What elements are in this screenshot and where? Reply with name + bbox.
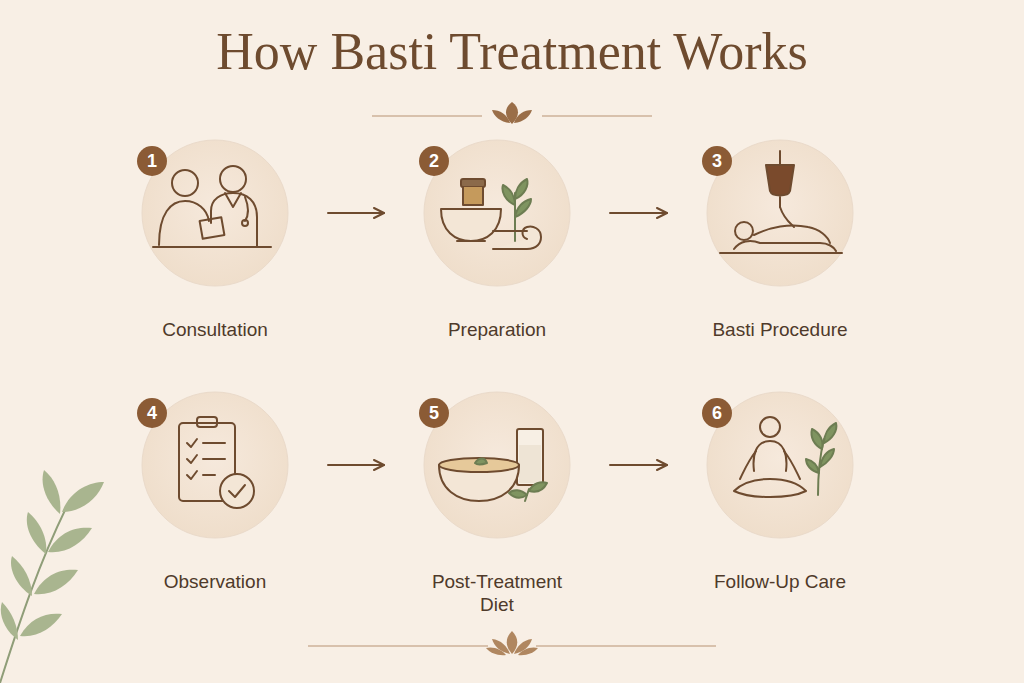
step-circle xyxy=(142,140,853,538)
flow-arrow xyxy=(610,464,667,466)
title: How Basti Treatment Works xyxy=(0,22,1024,81)
step-label: Preparation xyxy=(424,319,570,342)
followup-icon xyxy=(734,417,836,497)
callout-number: 3 xyxy=(702,146,732,176)
step-node: Preparation xyxy=(424,140,570,342)
callout-number: 1 xyxy=(137,146,167,176)
step-node: Observation xyxy=(142,392,288,594)
callout-number: 6 xyxy=(702,398,732,428)
preparation-icon xyxy=(441,179,541,249)
step-label: Observation xyxy=(142,571,288,594)
flow-arrow xyxy=(328,212,384,214)
divider xyxy=(308,631,716,655)
observation-icon xyxy=(179,417,254,508)
callout-number: 5 xyxy=(419,398,449,428)
step-label: Follow-Up Care xyxy=(707,571,853,594)
divider xyxy=(372,102,652,124)
step-label: Post-Treatment Diet xyxy=(424,571,570,617)
callout-number: 2 xyxy=(419,146,449,176)
leaf-decoration xyxy=(0,470,104,683)
step-label: Basti Procedure xyxy=(707,319,853,342)
flow-arrow xyxy=(610,212,667,214)
callout-number: 4 xyxy=(137,398,167,428)
step-node: Follow-Up Care xyxy=(707,392,853,594)
step-label: Consultation xyxy=(142,319,288,342)
step-node: Post-Treatment Diet xyxy=(424,392,570,617)
procedure-icon xyxy=(720,151,842,253)
flow-arrow xyxy=(328,464,384,466)
consultation-icon xyxy=(153,166,271,247)
diet-icon xyxy=(439,429,547,501)
step-node: Consultation xyxy=(142,140,288,342)
step-node: Basti Procedure xyxy=(707,140,853,342)
